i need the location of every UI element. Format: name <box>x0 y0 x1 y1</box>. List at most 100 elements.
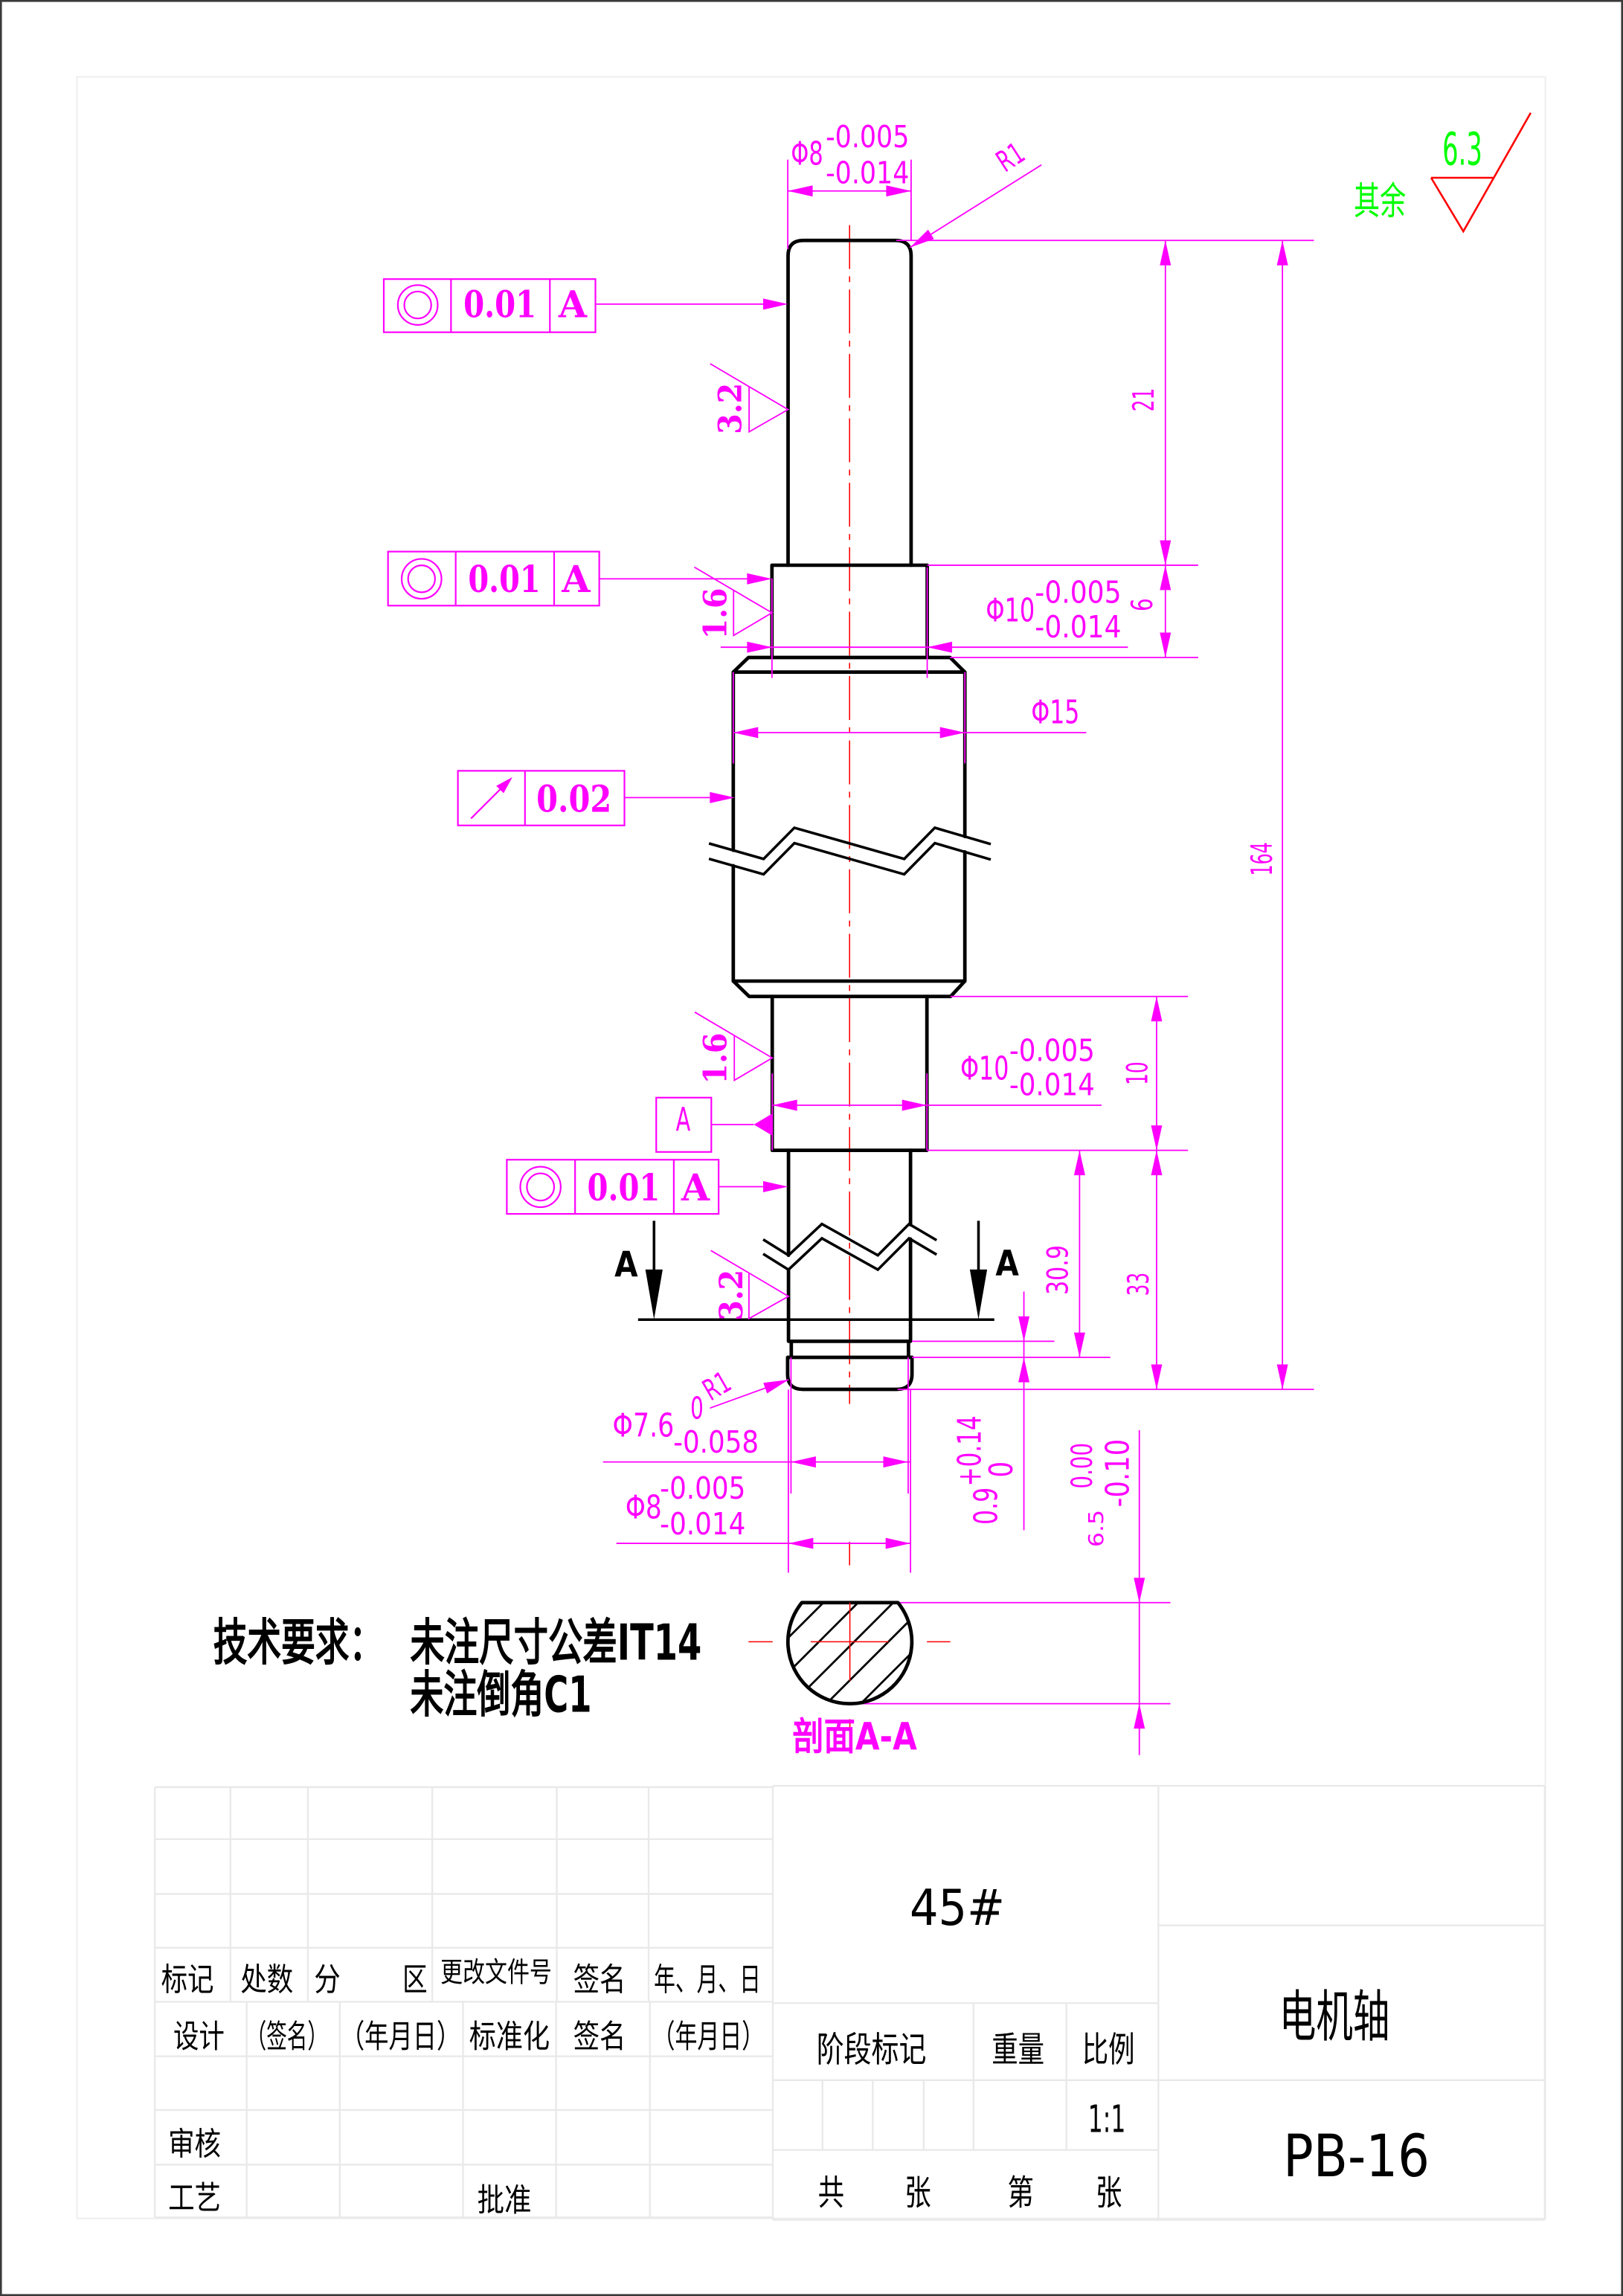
tb-scale-value: 1:1 <box>1088 2097 1126 2142</box>
arrow-left-icon <box>791 1456 816 1468</box>
radius-arrow-icon <box>763 1379 789 1394</box>
arrow-left-icon <box>733 727 759 739</box>
dimension-texts: Φ8 -0.005 -0.014 R1 21 6 Φ10 -0.005 -0.0… <box>613 119 1279 1547</box>
arrow-right-icon <box>747 641 772 653</box>
frame-border <box>387 550 600 607</box>
tb-sheet-no-suffix: 张 <box>1096 2173 1122 2214</box>
tb-std-date: （年月日） <box>653 2019 765 2056</box>
arrow-down-icon <box>1073 1332 1085 1358</box>
lower-seat-length: 10 <box>1120 1061 1154 1085</box>
tb-mark: 标记 <box>161 1961 214 1998</box>
tb-sheet-no-prefix: 第 <box>1007 2173 1033 2214</box>
frame-tolerance: 0.01 <box>463 283 536 327</box>
arrow-down-icon <box>1160 632 1172 657</box>
arrow-right-icon <box>902 1099 928 1111</box>
arrow-down-icon <box>1151 1125 1163 1151</box>
arrow-right-icon <box>883 1456 908 1468</box>
frame-dividers <box>450 279 551 332</box>
cut-mark-right: A <box>995 1244 1019 1284</box>
bottom-chamfer-outline <box>731 979 967 999</box>
groove-width-lower-tol: 0 <box>983 1461 1021 1478</box>
groove-outline <box>786 1340 914 1360</box>
arrow-down-icon <box>969 1269 988 1319</box>
tb-zone-b: 区 <box>402 1961 427 1998</box>
arrow-down-icon <box>1134 1578 1145 1603</box>
arrow-down-icon <box>1160 540 1172 565</box>
frame-tolerance: 0.01 <box>468 558 540 601</box>
frame-border <box>382 278 597 333</box>
tb-design-signature: （签名） <box>246 2019 328 2056</box>
title-block: 标记 处数 分 区 更改文件号 签名 年、月、日 设计 （签名） （年月日） 标… <box>153 1784 1546 2221</box>
title-block-grid-middle <box>773 1784 1160 2221</box>
datum-feature-a: A <box>655 1096 773 1153</box>
bottom-diameter-lower-tol: -0.014 <box>660 1506 745 1542</box>
arrow-up-icon <box>1018 1357 1030 1383</box>
collar-break-line <box>708 826 992 876</box>
note-line-2: 未注倒角C1 <box>410 1665 591 1723</box>
datum-letter: A <box>676 1102 691 1139</box>
groove-diameter-upper-tol: 0 <box>690 1391 704 1427</box>
arrow-up-icon <box>1151 996 1163 1022</box>
extension-lines <box>732 159 1314 1705</box>
title-block-grid-right <box>1158 1784 1546 2221</box>
radius-arrow-icon <box>910 229 934 248</box>
tb-date: 年、月、日 <box>654 1961 761 1998</box>
arrow-right-icon <box>763 298 788 310</box>
gdt-frame-concentricity-3: 0.01 A <box>506 1159 788 1215</box>
frame-tolerance: 0.02 <box>536 777 611 820</box>
roughness-symbol-icon <box>694 566 774 637</box>
section-outline <box>785 1601 914 1706</box>
collar-diameter: Φ15 <box>1031 695 1079 732</box>
tb-change-doc: 更改文件号 <box>440 1956 552 1989</box>
groove-diameter-nominal: Φ7.6 <box>613 1407 675 1444</box>
tb-std-signature: 签名 <box>573 2019 626 2056</box>
default-surface-finish: 其余 6.3 <box>1354 112 1532 234</box>
datum-triangle-icon <box>753 1113 773 1136</box>
groove-width-upper-tol: +0.14 <box>951 1415 989 1486</box>
groove-position: 30.9 <box>1041 1245 1075 1295</box>
groove-diameter-lower-tol: -0.058 <box>673 1424 759 1460</box>
upper-seat-length: 6 <box>1125 598 1160 611</box>
tb-design: 设计 <box>173 2019 225 2056</box>
tb-material: 45# <box>910 1879 1005 1937</box>
roughness-upper-journal: 3.2 <box>712 383 750 434</box>
technical-requirements: 技术要求： 未注尺寸公差IT14 未注倒角C1 <box>213 1613 702 1723</box>
default-finish-value: 6.3 <box>1442 123 1482 176</box>
arrow-up-icon <box>1073 1150 1085 1176</box>
tb-process: 工艺 <box>168 2180 221 2217</box>
note-line-1: 未注尺寸公差IT14 <box>410 1613 701 1671</box>
roughness-symbol-icon <box>710 1250 790 1320</box>
roughness-symbol-icon <box>694 1012 774 1082</box>
datum-box <box>655 1096 713 1153</box>
arrow-up-icon <box>1276 240 1288 266</box>
journal-break-line <box>762 1222 938 1272</box>
bottom-diameter-upper-tol: -0.005 <box>660 1470 745 1506</box>
groove-width-nominal: 0.9 <box>968 1488 1006 1525</box>
arrow-up-icon <box>1160 240 1172 266</box>
frame-datum: A <box>558 283 588 327</box>
dimension-lines <box>602 164 1288 1755</box>
frame-dividers <box>574 1160 675 1215</box>
lower-journal-outline <box>786 1148 913 1343</box>
section-centerlines <box>748 1602 951 1744</box>
tb-review: 审核 <box>168 2126 221 2164</box>
tb-signature: 签名 <box>573 1961 626 1998</box>
notes-heading: 技术要求： <box>213 1613 383 1671</box>
concentricity-icon <box>396 284 439 326</box>
tb-part-name: 电机轴 <box>1279 1985 1390 2050</box>
top-diameter-lower-tol: -0.014 <box>826 155 909 191</box>
roughness-callouts: 3.2 1.6 1.6 3.2 <box>694 363 790 1321</box>
roughness-upper-seat: 1.6 <box>697 588 735 639</box>
top-chamfer-outline <box>731 655 967 675</box>
arrow-up-icon <box>1160 565 1172 591</box>
arrow-right-icon <box>885 1537 911 1549</box>
flat-depth-upper-tol: 0.00 <box>1065 1443 1099 1489</box>
arrow-left-icon <box>788 185 813 197</box>
flat-depth-lower-tol: -0.10 <box>1099 1439 1137 1508</box>
gdt-frame-runout: 0.02 <box>457 770 735 826</box>
lower-seat-diameter-upper-tol: -0.005 <box>1009 1032 1095 1068</box>
concentricity-icon <box>400 558 443 600</box>
frame-datum: A <box>681 1166 710 1209</box>
arrow-right-icon <box>886 185 911 197</box>
